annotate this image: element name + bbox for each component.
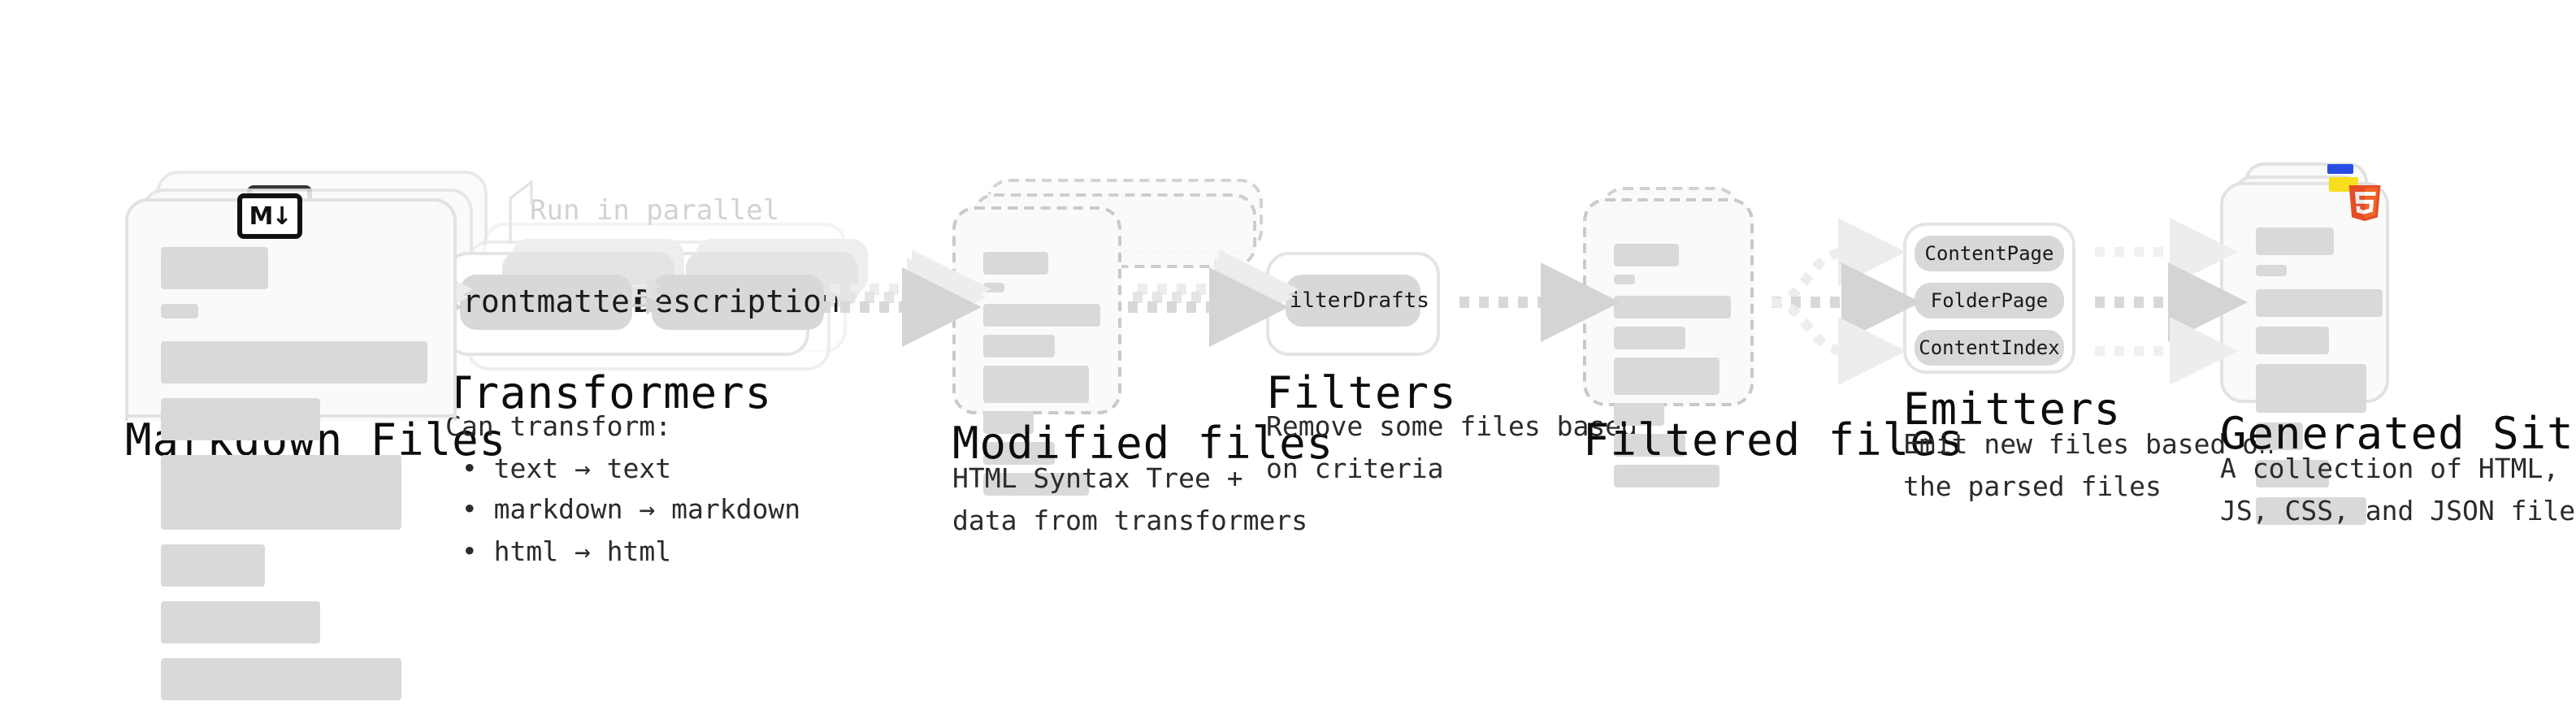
skeleton-line	[161, 601, 320, 644]
skeleton-line	[161, 455, 401, 530]
skeleton-line	[1614, 327, 1685, 349]
transformers-title: Transformers	[445, 369, 773, 419]
skeleton-line	[2256, 289, 2383, 317]
generated-site-title: Generated Site	[2220, 410, 2576, 460]
skeleton-line	[1614, 275, 1635, 284]
skeleton-line	[983, 411, 1034, 434]
emitter-chip-contentpage[interactable]: ContentPage	[1915, 236, 2064, 271]
skeleton-line	[1614, 465, 1720, 488]
skeleton-line	[1614, 403, 1664, 426]
css-badge-icon	[2327, 164, 2353, 174]
transformers-subtitle: Can transform: • text → text • markdown …	[445, 411, 801, 567]
emitters-title: Emitters	[1903, 385, 2122, 436]
skeleton-line	[1614, 434, 1685, 457]
filters-subtitle: Remove some files based on criteria	[1266, 411, 1637, 484]
skeleton-line	[2256, 327, 2329, 354]
filtered-file-skeleton	[1614, 244, 1731, 496]
skeleton-line	[983, 252, 1048, 275]
skeleton-line	[161, 658, 401, 700]
skeleton-line	[2256, 460, 2329, 488]
skeleton-line	[983, 473, 1089, 496]
skeleton-line	[983, 283, 1004, 292]
skeleton-line	[2256, 364, 2366, 413]
html5-badge-icon	[2348, 185, 2381, 221]
emitter-chip-folderpage[interactable]: FolderPage	[1915, 283, 2064, 318]
site-skeleton	[2256, 228, 2383, 535]
skeleton-line	[161, 341, 427, 384]
skeleton-line	[983, 335, 1055, 358]
markdown-logo-icon: M↓	[237, 193, 302, 239]
skeleton-line	[2256, 265, 2287, 276]
emitters-subtitle: Emit new files based on the parsed files	[1903, 429, 2275, 502]
skeleton-line	[983, 442, 1055, 465]
filters-title: Filters	[1266, 369, 1457, 419]
skeleton-line	[1614, 358, 1720, 395]
connector-emitters-to-site	[2095, 218, 2248, 385]
transformer-chip-description[interactable]: Description	[635, 275, 840, 330]
modified-file-skeleton	[983, 252, 1100, 504]
skeleton-line	[2256, 422, 2303, 450]
modified-files-title: Modified files	[952, 419, 1334, 470]
generated-site-subtitle: A collection of HTML, JS, CSS, and JSON …	[2220, 453, 2576, 526]
filter-chip-filterdrafts[interactable]: FilterDrafts	[1277, 275, 1429, 327]
skeleton-line	[983, 304, 1100, 327]
emitter-chip-contentindex[interactable]: ContentIndex	[1915, 330, 2064, 366]
transformer-chip-frontmatter[interactable]: Frontmatter	[444, 275, 648, 330]
filtered-files-title: Filtered files	[1583, 416, 1965, 466]
skeleton-line	[1614, 296, 1731, 318]
skeleton-line	[161, 304, 198, 318]
pipeline-diagram: M↓ M↓ M↓ Markdown Files	[125, 162, 2576, 700]
skeleton-line	[2256, 497, 2366, 525]
skeleton-line	[983, 366, 1089, 403]
skeleton-line	[1614, 244, 1679, 266]
skeleton-line	[161, 544, 265, 587]
modified-files-subtitle: HTML Syntax Tree + data from transformer…	[952, 463, 1308, 536]
connector-modified-to-filters	[1128, 249, 1299, 347]
skeleton-line	[161, 247, 268, 289]
run-in-parallel-label: Run in parallel	[530, 195, 780, 228]
skeleton-line	[161, 398, 320, 440]
connector-filtered-to-emitters	[1771, 218, 1921, 385]
skeleton-line	[2256, 228, 2334, 255]
markdown-file-skeleton	[161, 247, 427, 715]
